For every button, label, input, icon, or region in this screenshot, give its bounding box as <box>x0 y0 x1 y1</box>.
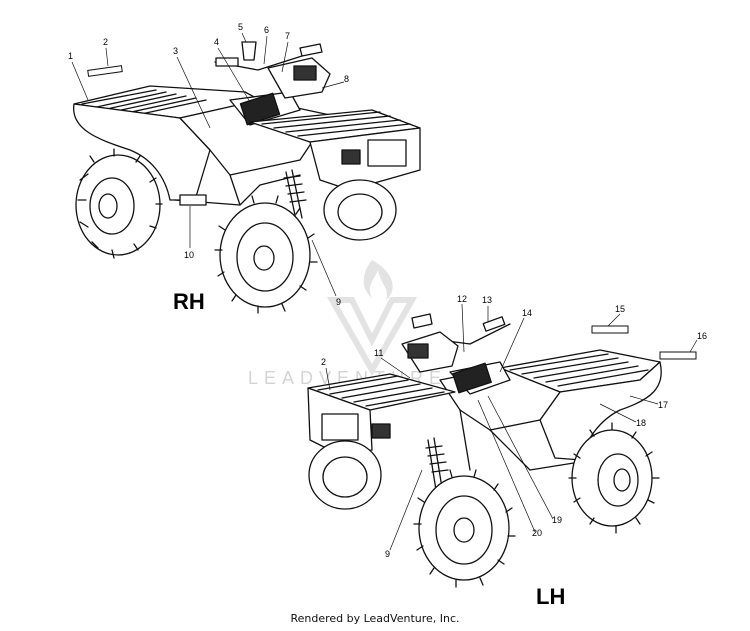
callout-rh-10: 10 <box>184 250 194 260</box>
rh-decal-strip <box>87 65 123 77</box>
callout-lh-14: 14 <box>522 308 532 318</box>
atv-lh-drawing <box>307 313 662 588</box>
callout-rh-9: 9 <box>336 297 341 307</box>
callout-lh-17: 17 <box>658 400 668 410</box>
view-label-rh: RH <box>173 289 205 314</box>
callout-lh-18: 18 <box>636 418 646 428</box>
footer-credit: Rendered by LeadVenture, Inc. <box>290 612 460 625</box>
rh-leader-lines <box>71 32 345 297</box>
view-label-lh: LH <box>536 584 565 609</box>
callout-rh-3: 3 <box>173 46 178 56</box>
callout-lh-9: 9 <box>385 549 390 559</box>
callout-rh-5: 5 <box>238 22 243 32</box>
callout-rh-4: 4 <box>214 37 219 47</box>
watermark-v-icon <box>326 297 418 377</box>
atv-rh-drawing <box>73 41 421 314</box>
callout-rh-6: 6 <box>264 25 269 35</box>
callout-lh-16: 16 <box>697 331 707 341</box>
callout-lh-2: 2 <box>321 357 326 367</box>
lh-callouts: 2 9 11 12 13 14 15 16 17 18 19 20 <box>321 294 707 559</box>
callout-lh-12: 12 <box>457 294 467 304</box>
callout-lh-11: 11 <box>374 348 383 358</box>
callout-lh-13: 13 <box>482 295 492 305</box>
callout-lh-19: 19 <box>552 515 562 525</box>
callout-rh-8: 8 <box>344 74 349 84</box>
callout-lh-15: 15 <box>615 304 625 314</box>
callout-rh-7: 7 <box>285 31 290 41</box>
callout-lh-20: 20 <box>532 528 542 538</box>
callout-rh-2: 2 <box>103 37 108 47</box>
lh-decal-strip-16 <box>659 351 697 360</box>
lh-decal-strip-15 <box>591 325 629 334</box>
lh-leader-lines <box>325 303 698 551</box>
rh-callouts: 1 2 3 4 5 6 7 8 9 10 <box>68 22 349 307</box>
watermark-flame-icon <box>363 260 393 300</box>
callout-rh-1: 1 <box>68 51 73 61</box>
